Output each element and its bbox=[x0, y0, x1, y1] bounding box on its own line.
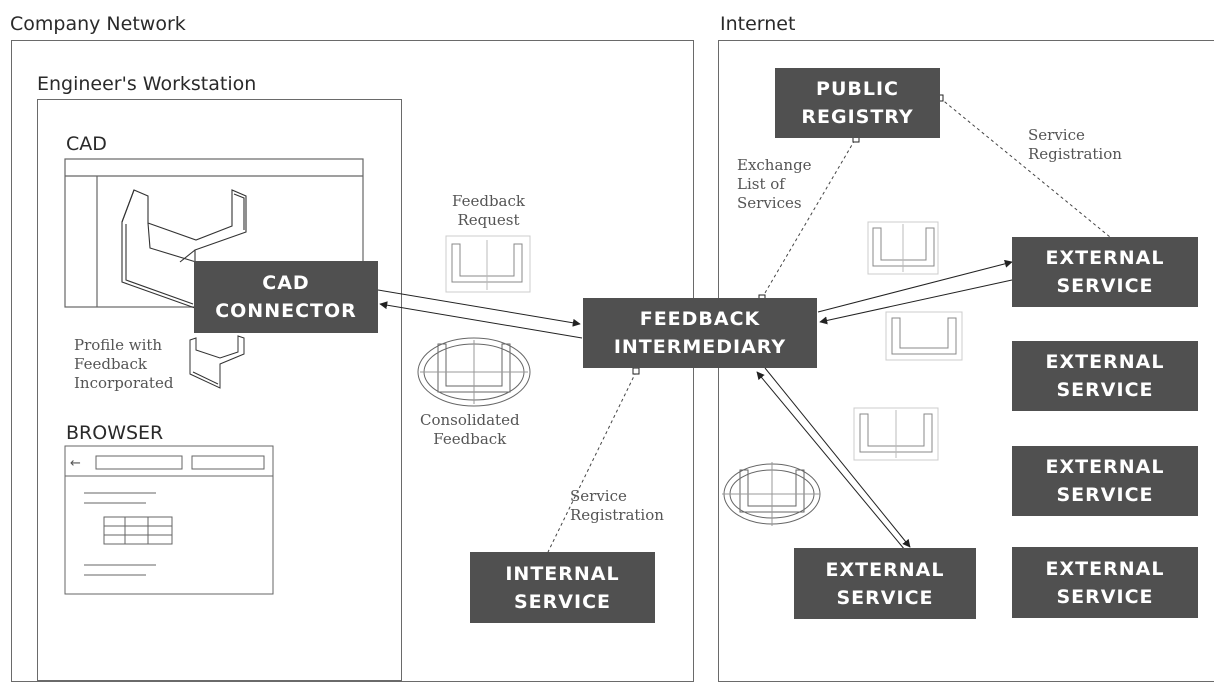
external-service-3[interactable]: EXTERNAL SERVICE bbox=[1012, 446, 1198, 516]
profile-feedback-line3: Incorporated bbox=[74, 374, 174, 392]
external-service-3-line2: SERVICE bbox=[1056, 484, 1154, 506]
consolidated-feedback-sketch bbox=[417, 337, 531, 407]
exchange-list-line1: Exchange bbox=[737, 156, 812, 174]
external-service-4[interactable]: EXTERNAL SERVICE bbox=[1012, 547, 1198, 618]
internal-service-box[interactable]: INTERNAL SERVICE bbox=[470, 552, 655, 623]
feedback-intermediary-line2: INTERMEDIARY bbox=[613, 336, 787, 358]
service-registration-public-note: Service Registration bbox=[1028, 126, 1122, 164]
external-service-1-line1: EXTERNAL bbox=[1045, 247, 1165, 269]
feedback-profile-sketch bbox=[189, 335, 245, 389]
browser-label: BROWSER bbox=[66, 422, 164, 444]
cad-connector-line1: CAD bbox=[262, 272, 310, 294]
browser-back-arrow[interactable]: ← bbox=[70, 456, 81, 471]
service-registration-internal-line2: Registration bbox=[570, 506, 664, 524]
service-registration-internal-line1: Service bbox=[570, 487, 627, 505]
feedback-request-sketch bbox=[445, 235, 531, 293]
external-service-2-line2: SERVICE bbox=[1056, 379, 1154, 401]
public-registry-line1: PUBLIC bbox=[816, 78, 899, 100]
internal-service-line1: INTERNAL bbox=[505, 562, 620, 585]
external-service-1-line2: SERVICE bbox=[1056, 275, 1154, 297]
profile-feedback-line2: Feedback bbox=[74, 355, 147, 373]
cad-connector-box[interactable]: CAD CONNECTOR bbox=[194, 261, 378, 333]
feedback-request-line1: Feedback bbox=[452, 192, 525, 210]
feedback-intermediary-box[interactable]: FEEDBACK INTERMEDIARY bbox=[583, 298, 817, 368]
external-feedback-sketches bbox=[722, 221, 963, 526]
consolidated-feedback-line2: Feedback bbox=[433, 430, 507, 448]
exchange-list-line2: List of bbox=[737, 175, 785, 193]
external-service-5[interactable]: EXTERNAL SERVICE bbox=[794, 548, 976, 619]
external-service-4-line2: SERVICE bbox=[1056, 585, 1154, 608]
workstation-label: Engineer's Workstation bbox=[37, 73, 257, 95]
company-network-label: Company Network bbox=[10, 13, 186, 35]
service-registration-internal-note: Service Registration bbox=[570, 487, 664, 525]
cad-connector-line2: CONNECTOR bbox=[215, 300, 357, 322]
external-service-1[interactable]: EXTERNAL SERVICE bbox=[1012, 237, 1198, 307]
feedback-request-line2: Request bbox=[457, 211, 520, 229]
exchange-list-note: Exchange List of Services bbox=[737, 156, 812, 213]
internal-service-line2: SERVICE bbox=[514, 590, 611, 613]
public-registry-line2: REGISTRY bbox=[801, 106, 914, 128]
external-service-5-line1: EXTERNAL bbox=[825, 558, 945, 581]
external-service-5-line2: SERVICE bbox=[836, 586, 934, 609]
profile-feedback-line1: Profile with bbox=[74, 336, 163, 354]
cad-label: CAD bbox=[66, 133, 107, 155]
browser-window bbox=[64, 445, 274, 595]
external-service-3-line1: EXTERNAL bbox=[1045, 456, 1165, 478]
connection-lines bbox=[377, 97, 1111, 553]
profile-feedback-note: Profile with Feedback Incorporated bbox=[74, 336, 173, 393]
consolidated-feedback-note: Consolidated Feedback bbox=[420, 411, 520, 449]
exchange-list-line3: Services bbox=[737, 194, 802, 212]
service-registration-public-line1: Service bbox=[1028, 126, 1085, 144]
external-service-2[interactable]: EXTERNAL SERVICE bbox=[1012, 341, 1198, 411]
external-service-2-line1: EXTERNAL bbox=[1045, 351, 1165, 373]
feedback-request-note: Feedback Request bbox=[452, 192, 525, 230]
service-registration-public-line2: Registration bbox=[1028, 145, 1122, 163]
external-service-4-line1: EXTERNAL bbox=[1045, 557, 1165, 580]
feedback-intermediary-line1: FEEDBACK bbox=[639, 308, 761, 330]
internet-label: Internet bbox=[720, 13, 796, 35]
public-registry-box[interactable]: PUBLIC REGISTRY bbox=[775, 68, 940, 138]
consolidated-feedback-line1: Consolidated bbox=[420, 411, 520, 429]
